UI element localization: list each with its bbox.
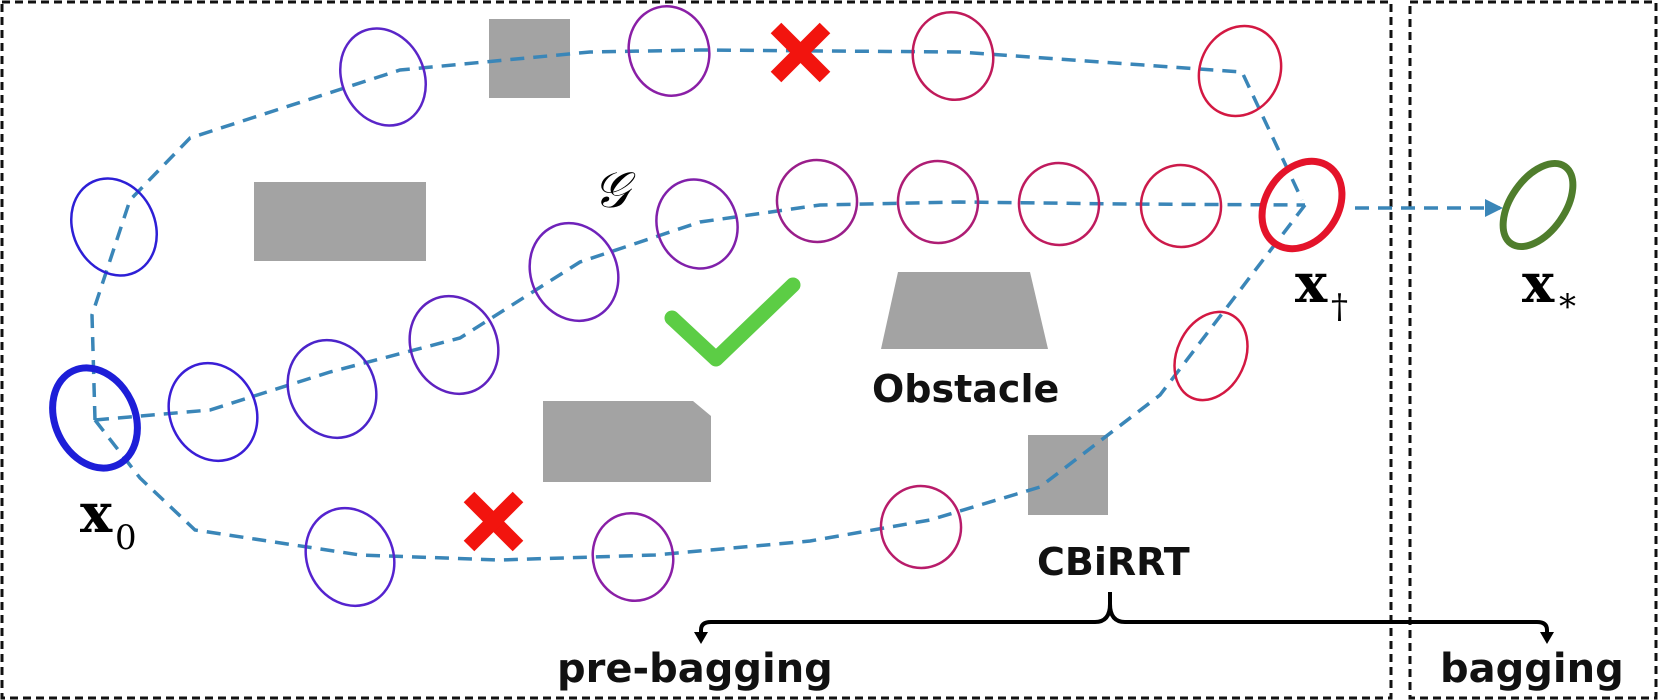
state-ellipse: [879, 484, 963, 570]
start-state-ellipse: [49, 364, 141, 472]
upper-path: [90, 48, 1304, 421]
goal-state-label: x: [1522, 251, 1555, 315]
state-ellipse: [591, 512, 675, 602]
cbirrt-label: CBiRRT: [1037, 540, 1190, 584]
state-ellipse: [911, 11, 995, 101]
state-ellipse: [304, 506, 396, 608]
state-ellipse: [627, 5, 711, 97]
state-ellipse: [167, 361, 259, 463]
middle-path: [94, 200, 1306, 422]
red-cross-icon: [770, 22, 831, 83]
bagging-arrow-head: [1485, 199, 1503, 217]
state-ellipse: [1139, 163, 1223, 249]
goal-state-subscript: *: [1559, 287, 1576, 327]
state-ellipse: [775, 158, 859, 244]
brace-left-tip: [694, 632, 708, 644]
graph-label: 𝒢: [593, 161, 636, 219]
state-ellipse: [286, 338, 378, 440]
grasp-state-label: x: [1295, 251, 1328, 315]
obstacle-left-rect: [254, 182, 426, 261]
state-ellipse: [70, 177, 158, 277]
red-cross-icon: [463, 491, 524, 552]
state-ellipse: [655, 178, 739, 270]
upper-path-states: [70, 5, 1283, 277]
obstacle-bottom-square: [1028, 435, 1108, 515]
grasp-state-ellipse: [1258, 157, 1346, 253]
obstacle-top-square: [489, 19, 570, 98]
state-ellipse: [528, 221, 620, 323]
grasp-state-subscript: †: [1331, 287, 1348, 327]
paths: [90, 48, 1500, 562]
state-ellipse: [896, 159, 980, 245]
brace-right-tip: [1540, 632, 1554, 644]
phase-brace: [699, 592, 1549, 638]
pre-bagging-panel-frame: [0, 0, 1393, 700]
green-checkmark-icon: [664, 277, 801, 367]
state-ellipse: [1173, 310, 1249, 402]
state-ellipse: [339, 27, 427, 127]
middle-path-states: [167, 158, 1223, 463]
start-state-subscript: 0: [115, 518, 137, 558]
bagging-label: bagging: [1440, 646, 1624, 692]
pre-bagging-label: pre-bagging: [557, 646, 833, 692]
obstacle-cut-rect: [543, 401, 711, 482]
lower-path-states: [304, 310, 1249, 608]
obstacle-trapezoid: [881, 272, 1048, 349]
lower-path: [93, 203, 1307, 562]
obstacle-label: Obstacle: [872, 367, 1059, 411]
start-state-label: x: [80, 481, 113, 545]
goal-state-ellipse: [1499, 160, 1577, 250]
bagging-panel-frame: [1408, 0, 1658, 700]
state-ellipse: [408, 294, 500, 396]
obstacles: [254, 19, 1108, 515]
state-ellipse: [1197, 24, 1283, 118]
state-ellipse: [1017, 161, 1101, 247]
